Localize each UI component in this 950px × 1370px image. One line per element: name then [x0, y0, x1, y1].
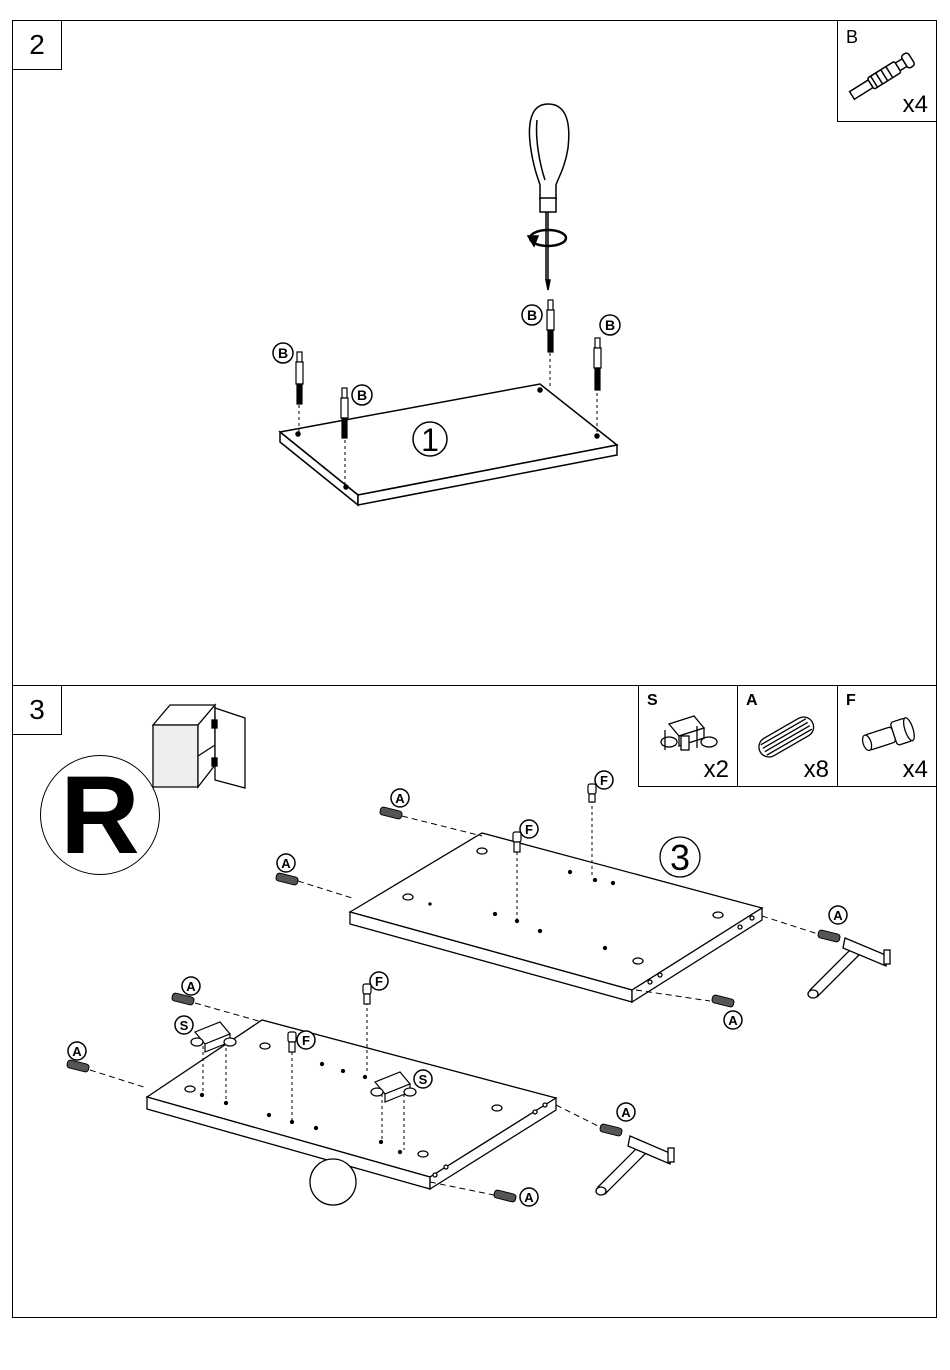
- callout-f: F: [375, 974, 383, 989]
- wood-dowel-icon: [66, 1059, 89, 1072]
- callout-s: S: [180, 1018, 189, 1033]
- shelf-pin-icon: [363, 984, 371, 1004]
- callout-a: A: [524, 1190, 534, 1205]
- callout-a: A: [621, 1105, 631, 1120]
- callout-a: A: [728, 1013, 738, 1028]
- hammer-icon: [808, 938, 890, 998]
- shelf-pin-icon: [588, 784, 596, 802]
- callout-a: A: [281, 856, 291, 871]
- shelf-pin-icon: [288, 1032, 296, 1052]
- callout-a: A: [833, 908, 843, 923]
- panel-3-label: 3: [670, 837, 690, 878]
- cabinet-thumbnail-icon: [153, 705, 245, 788]
- callout-f: F: [525, 822, 533, 837]
- panel-3: [350, 833, 762, 1002]
- hammer-icon: [596, 1136, 674, 1195]
- callout-f: F: [600, 773, 608, 788]
- wood-dowel-icon: [817, 929, 840, 942]
- callout-a: A: [72, 1044, 82, 1059]
- wood-dowel-icon: [493, 1189, 516, 1202]
- shelf-pin-icon: [513, 832, 521, 852]
- wood-dowel-icon: [379, 806, 402, 819]
- knob-icon: [310, 1159, 356, 1205]
- callout-a: A: [186, 979, 196, 994]
- wood-dowel-icon: [599, 1123, 622, 1136]
- wood-dowel-icon: [275, 872, 298, 885]
- wood-dowel-icon: [711, 994, 734, 1007]
- callout-a: A: [395, 791, 405, 806]
- callout-s: S: [419, 1072, 428, 1087]
- callout-f: F: [302, 1033, 310, 1048]
